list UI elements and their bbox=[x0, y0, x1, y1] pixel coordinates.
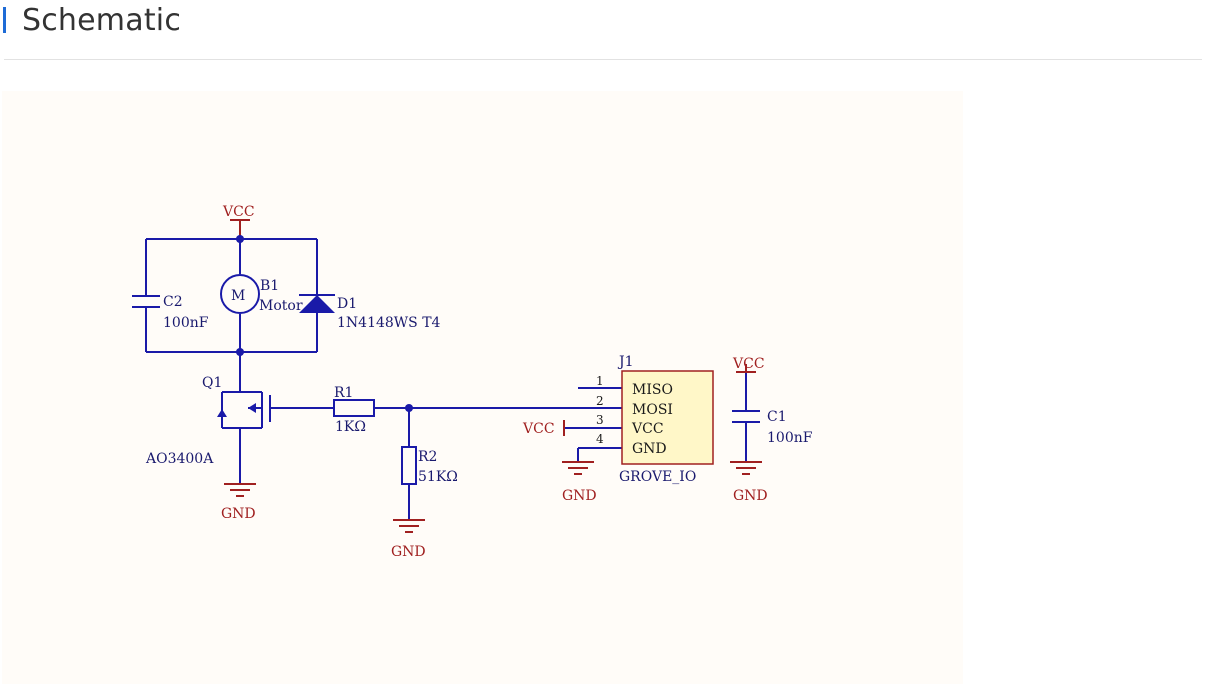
c2-capacitor-symbol bbox=[132, 295, 160, 308]
schematic-panel bbox=[2, 91, 963, 684]
b1-ref-label: B1 bbox=[260, 278, 279, 294]
d1-diode-symbol bbox=[299, 294, 335, 313]
j1-pin-3-number: 3 bbox=[596, 413, 604, 427]
q1-body-diode-icon bbox=[217, 409, 227, 417]
j1-pin-2-name: MOSI bbox=[632, 402, 673, 418]
motor-m-label: M bbox=[231, 288, 245, 304]
b1-value-label: Motor bbox=[259, 298, 303, 314]
j1-pin-2-number: 2 bbox=[596, 394, 604, 408]
c2-ref-label: C2 bbox=[163, 294, 183, 310]
gnd-label-r2: GND bbox=[391, 544, 426, 560]
gnd-label-q1: GND bbox=[221, 506, 256, 522]
c1-capacitor-symbol bbox=[732, 410, 760, 423]
vcc-label-c1: VCC bbox=[732, 356, 765, 372]
heading-divider bbox=[4, 59, 1202, 60]
c1-value-label: 100nF bbox=[767, 430, 813, 446]
j1-ref-label: J1 bbox=[617, 354, 634, 370]
j1-pin-1-number: 1 bbox=[596, 374, 604, 388]
q1-arrow-icon bbox=[248, 403, 256, 413]
vcc-label-j1: VCC bbox=[522, 421, 555, 437]
r1-ref-label: R1 bbox=[334, 385, 353, 401]
junction-dots bbox=[236, 235, 413, 412]
r1-value-label: 1KΩ bbox=[335, 419, 366, 435]
j1-pin-4-name: GND bbox=[632, 441, 667, 457]
j1-pin-4-number: 4 bbox=[596, 432, 604, 446]
gnd-label-c1: GND bbox=[733, 488, 768, 504]
j1-pin-3-name: VCC bbox=[631, 421, 664, 437]
q1-ref-label: Q1 bbox=[202, 375, 222, 391]
j1-pin-1-name: MISO bbox=[632, 382, 673, 398]
q1-value-label: AO3400A bbox=[145, 451, 214, 467]
d1-value-label: 1N4148WS T4 bbox=[337, 315, 441, 331]
motor-symbol bbox=[220, 274, 260, 314]
vcc-label-top: VCC bbox=[222, 204, 255, 220]
heading-accent-bar bbox=[3, 7, 6, 33]
section-heading: Schematic bbox=[0, 0, 181, 40]
power-symbols bbox=[224, 219, 762, 533]
c1-ref-label: C1 bbox=[767, 409, 787, 425]
q1-mosfet-symbol bbox=[221, 391, 271, 429]
schematic-wires bbox=[145, 238, 747, 520]
j1-value-label: GROVE_IO bbox=[619, 469, 696, 485]
page-title: Schematic bbox=[22, 2, 182, 38]
gnd-label-j1: GND bbox=[562, 488, 597, 504]
c2-value-label: 100nF bbox=[163, 315, 209, 331]
r2-resistor-symbol bbox=[401, 446, 417, 485]
j1-connector-body bbox=[621, 370, 714, 465]
r1-resistor-symbol bbox=[333, 399, 375, 417]
d1-ref-label: D1 bbox=[337, 296, 357, 312]
r2-value-label: 51KΩ bbox=[418, 469, 458, 485]
r2-ref-label: R2 bbox=[418, 449, 437, 465]
